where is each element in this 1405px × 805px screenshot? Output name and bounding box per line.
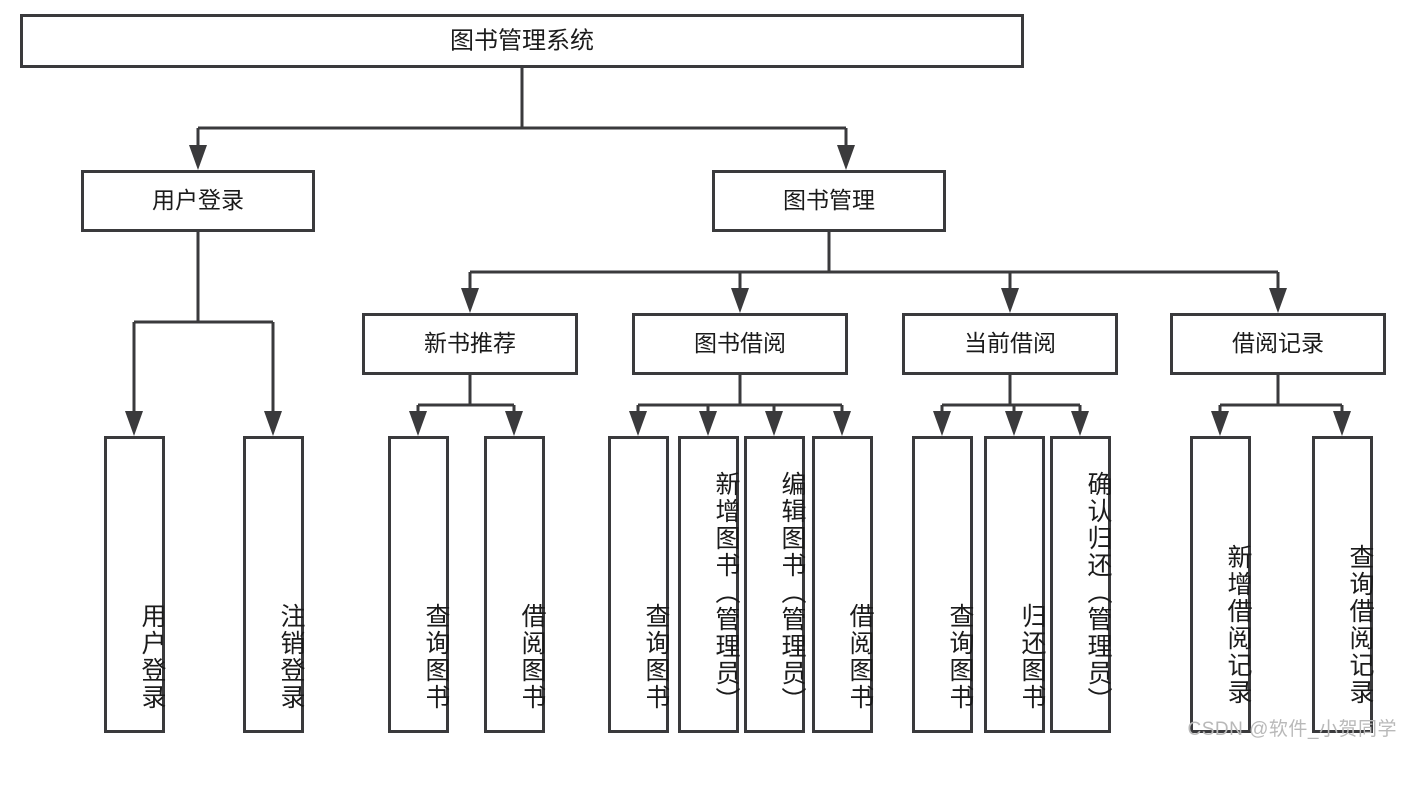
node-borrow-record[interactable]: 借阅记录 bbox=[1170, 313, 1386, 375]
arrow-head-icon bbox=[1333, 411, 1351, 436]
node-root-box bbox=[20, 14, 1024, 68]
arrow-head-icon bbox=[189, 145, 207, 170]
leaf-box[interactable] bbox=[912, 436, 973, 733]
arrow-head-icon bbox=[1005, 411, 1023, 436]
arrow-head-icon bbox=[833, 411, 851, 436]
node-book-management-box bbox=[712, 170, 946, 232]
node-current-borrow-label: 当前借阅 bbox=[964, 330, 1056, 356]
connector-book-management-to-level3 bbox=[461, 232, 1287, 313]
connector-borrow-record-to-leaves bbox=[1211, 375, 1351, 436]
leaf-box[interactable] bbox=[1190, 436, 1251, 733]
diagram-canvas: 图书管理系统 用户登录 图书管理 bbox=[20, 14, 1397, 740]
node-borrow-record-box bbox=[1170, 313, 1386, 375]
connector-user-login-to-leaves bbox=[125, 232, 282, 436]
node-book-borrow-label: 图书借阅 bbox=[694, 330, 786, 356]
arrow-head-icon bbox=[765, 411, 783, 436]
node-new-book-recommend[interactable]: 新书推荐 bbox=[362, 313, 578, 375]
arrow-head-icon bbox=[731, 288, 749, 313]
arrow-head-icon bbox=[264, 411, 282, 436]
leaf-box[interactable] bbox=[1050, 436, 1111, 733]
arrow-head-icon bbox=[409, 411, 427, 436]
leaf-boxes-group bbox=[104, 436, 1373, 733]
arrow-head-icon bbox=[629, 411, 647, 436]
tree-diagram-svg: 图书管理系统 用户登录 图书管理 bbox=[20, 14, 1386, 733]
arrow-head-icon bbox=[461, 288, 479, 313]
arrow-head-icon bbox=[837, 145, 855, 170]
connector-new-book-recommend-to-leaves bbox=[409, 375, 523, 436]
arrow-head-icon bbox=[1001, 288, 1019, 313]
leaf-box[interactable] bbox=[608, 436, 669, 733]
arrow-head-icon bbox=[933, 411, 951, 436]
arrow-head-icon bbox=[1211, 411, 1229, 436]
node-current-borrow[interactable]: 当前借阅 bbox=[902, 313, 1118, 375]
arrow-head-icon bbox=[505, 411, 523, 436]
node-user-login[interactable]: 用户登录 bbox=[81, 170, 315, 232]
leaf-box[interactable] bbox=[984, 436, 1045, 733]
leaf-box[interactable] bbox=[484, 436, 545, 733]
node-new-book-recommend-label: 新书推荐 bbox=[424, 330, 516, 356]
connector-root-to-level2 bbox=[189, 67, 855, 170]
leaf-box[interactable] bbox=[1312, 436, 1373, 733]
node-new-book-recommend-box bbox=[362, 313, 578, 375]
node-root-label: 图书管理系统 bbox=[450, 27, 594, 54]
leaf-box[interactable] bbox=[388, 436, 449, 733]
leaf-box[interactable] bbox=[812, 436, 873, 733]
leaf-box[interactable] bbox=[744, 436, 805, 733]
watermark: CSDN @软件_小贺同学 bbox=[1187, 719, 1397, 740]
leaf-box[interactable] bbox=[678, 436, 739, 733]
connector-current-borrow-to-leaves bbox=[933, 375, 1089, 436]
node-user-login-label: 用户登录 bbox=[152, 187, 244, 213]
node-book-management-label: 图书管理 bbox=[783, 187, 875, 213]
node-current-borrow-box bbox=[902, 313, 1118, 375]
connector-book-borrow-to-leaves bbox=[629, 375, 851, 436]
leaf-box[interactable] bbox=[243, 436, 304, 733]
node-book-borrow[interactable]: 图书借阅 bbox=[632, 313, 848, 375]
node-borrow-record-label: 借阅记录 bbox=[1232, 330, 1324, 356]
arrow-head-icon bbox=[1071, 411, 1089, 436]
node-user-login-box bbox=[81, 170, 315, 232]
node-book-management[interactable]: 图书管理 bbox=[712, 170, 946, 232]
node-book-borrow-box bbox=[632, 313, 848, 375]
arrow-head-icon bbox=[699, 411, 717, 436]
arrow-head-icon bbox=[1269, 288, 1287, 313]
arrow-head-icon bbox=[125, 411, 143, 436]
leaf-box[interactable] bbox=[104, 436, 165, 733]
node-root[interactable]: 图书管理系统 bbox=[20, 14, 1024, 68]
